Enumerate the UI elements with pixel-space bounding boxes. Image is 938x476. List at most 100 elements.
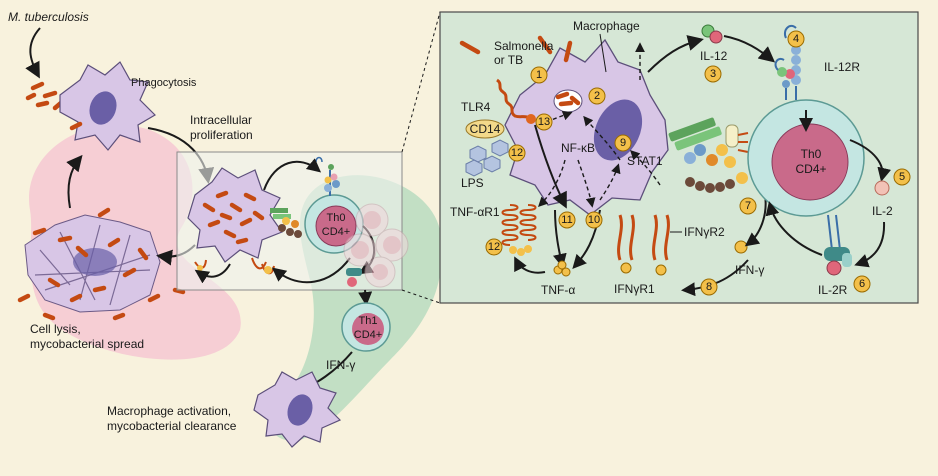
il2-label: IL-2 [872,204,893,218]
badge-12a: 12 [508,144,526,162]
svg-text:13: 13 [538,116,550,128]
inset-ifng-label: IFN-γ [735,263,764,277]
svg-text:12: 12 [488,241,500,253]
inset-th0-label: Th0 [801,147,822,161]
il2r-to-th0-arrow [765,201,823,256]
activated-macrophage-icon [253,371,342,448]
activation-label-1: Macrophage activation, [107,404,231,418]
stat1-dashed-3 [599,163,621,201]
th1-cell-icon [341,302,391,352]
mtb-label: M. tuberculosis [8,10,89,24]
tnfar1-label: TNF-αR1 [450,205,500,219]
svg-text:6: 6 [859,278,865,290]
cd14-label: CD14 [470,122,501,136]
svg-text:4: 4 [793,33,799,45]
tlr4-label: TLR4 [461,100,491,114]
svg-text:12: 12 [511,147,523,159]
svg-text:1: 1 [536,69,542,81]
zoom-line-top [401,11,441,153]
tnfa-label: TNF-α [541,283,575,297]
svg-text:9: 9 [620,137,626,149]
th0-to-th1-arrow [358,289,373,306]
step-badges: 1 2 3 4 5 6 7 8 9 10 11 12 12 13 [485,30,911,296]
tnfa-cytokine-icon [553,260,571,277]
lysis-to-phagocytosis-arrow [66,154,83,209]
th0-loop-arrow-2 [271,257,351,284]
il12-cytokine-icon [701,24,723,44]
badge-4: 4 [787,30,805,48]
ifng-cytokine-icon [734,240,748,254]
left-cd4-label-b: CD4+ [354,329,382,341]
nfkb-dashed-2 [577,159,596,208]
cd14-badge [465,119,505,139]
free-bacteria [25,81,65,111]
th0-loop-arrow-1 [263,158,322,191]
mtb-arrow [25,27,41,79]
nfkb-dashed-1 [538,159,566,207]
mhc-tcr-complex-icon [668,117,749,193]
svg-text:3: 3 [710,68,716,80]
receptor-icon [194,208,302,275]
badge-2: 2 [588,87,606,105]
zoom-line-bottom [401,289,441,304]
salmonella-label-2: or TB [494,53,523,67]
left-cd4-label-a: CD4+ [322,226,350,238]
tlr4-to-tnf-arrow [534,124,567,209]
macrophage-icon [59,61,156,151]
nfkb-label: NF-κB [561,141,595,155]
macrophage-title: Macrophage [573,19,640,33]
svg-text:11: 11 [561,214,572,226]
lysis-label-1: Cell lysis, [30,322,81,336]
badge-8: 8 [700,278,718,296]
tnf-to-receptor-arrow [514,256,546,274]
left-th0-label: Th0 [327,212,346,224]
ifngr2-label: IFNγR2 [684,225,725,239]
macrophage-to-il12-arrow [647,35,704,73]
ifng-to-receptor-arrow [681,259,749,297]
th0-loop-arrow-4 [194,263,231,284]
svg-text:2: 2 [594,90,600,102]
badge-13: 13 [535,113,553,131]
salmonella-label-1: Salmonella [494,39,554,53]
th0-to-il2-arrow [849,139,892,182]
svg-text:10: 10 [588,214,600,226]
proliferation-label-1: Intracellular [190,113,252,127]
badge-3: 3 [704,65,722,83]
il2r-label: IL-2R [818,283,848,297]
proliferating-t-cells [343,203,409,288]
inset-cd4-label: CD4+ [795,162,826,176]
badge-6: 6 [853,275,871,293]
badge-10: 10 [585,211,603,229]
lps-label: LPS [461,176,484,190]
badge-7: 7 [739,197,757,215]
il2r-receptor-icon [824,214,852,276]
stat1-dashed-1 [583,115,621,161]
activation-label-2: mycobacterial clearance [107,419,237,433]
infected-macrophage-icon [187,167,283,263]
badge-11: 11 [558,211,576,229]
macrophage-pointer [599,33,607,73]
phagocytosis-label: Phagocytosis [131,77,197,89]
proliferation-label-2: proliferation [190,128,253,142]
badge-9: 9 [614,134,632,152]
lps-icon [465,139,509,177]
il12-label: IL-12 [700,49,728,63]
badge-12b: 12 [485,238,503,256]
badge-1: 1 [530,66,548,84]
spreading-bacteria [17,207,186,321]
svg-text:5: 5 [899,171,905,183]
il2-to-receptor-arrow [854,221,886,268]
tnfar1-receptor-icon [501,204,537,256]
ifngr1-label: IFNγR1 [614,282,655,296]
svg-text:8: 8 [706,281,712,293]
lysis-label-2: mycobacterial spread [30,337,144,351]
tlr4-receptor-icon [496,78,536,124]
inset-bacteria [459,35,573,63]
il12-to-receptor-arrow [723,35,776,63]
badge-5: 5 [893,168,911,186]
il12r-label: IL-12R [824,60,860,74]
il2-cytokine-icon [874,180,890,196]
il2r-small-icon [346,268,362,287]
